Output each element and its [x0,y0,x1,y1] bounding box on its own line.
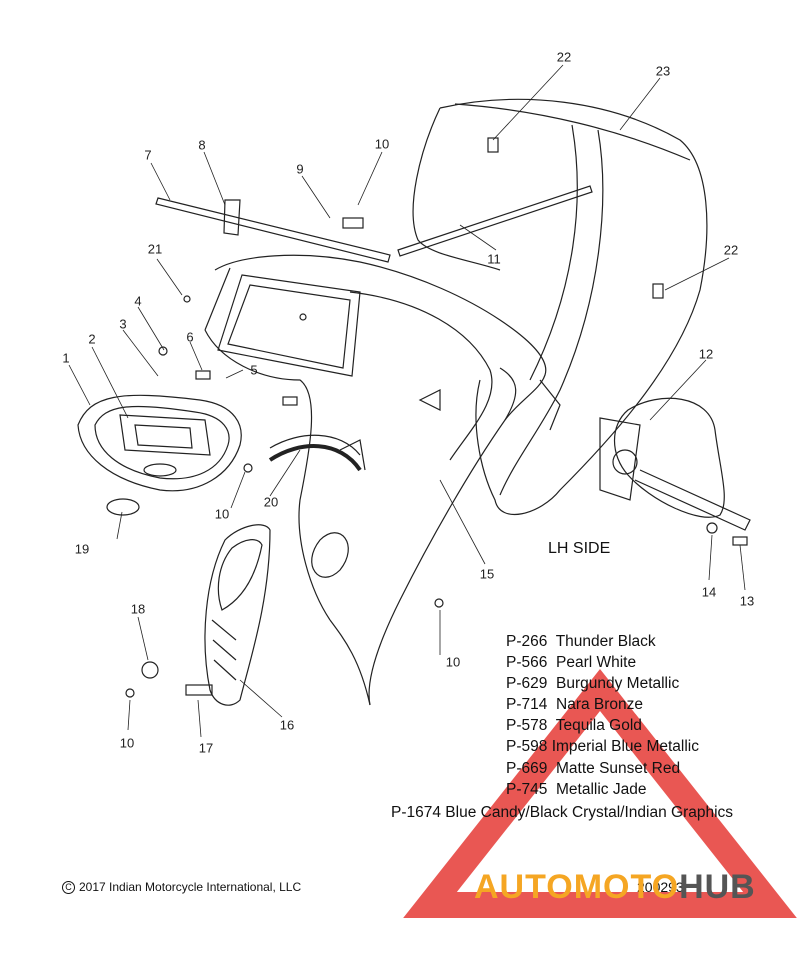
paint-code: P-266 [506,633,548,650]
paint-name: Burgundy Metallic [556,675,680,692]
paint-row: P-669 Matte Sunset Red [506,760,680,778]
paint-name: Blue Candy/Black Crystal/Indian Graphics [445,804,734,821]
paint-code: P-714 [506,696,548,713]
side-panel-16 [204,524,271,706]
bracket-20 [268,444,362,472]
callout-8: 8 [198,137,206,153]
watermark-part2: HUB [679,868,756,906]
callout-7: 7 [144,147,152,163]
callout-18: 18 [130,601,146,617]
callout-6: 6 [186,329,194,345]
paint-name: Metallic Jade [556,781,647,798]
paint-code: P-629 [506,675,548,692]
fairing-shell [412,98,708,516]
vent-12 [599,397,751,531]
paint-name: Imperial Blue Metallic [551,738,699,755]
paint-code: P-745 [506,781,548,798]
watermark-part1: AUTOMOTO [474,868,680,906]
inner-fairing [204,254,561,706]
trim-strip-7 [155,197,391,263]
callout-17: 17 [198,740,214,756]
callout-3: 3 [119,316,127,332]
paint-code: P-1674 [391,804,441,821]
callout-11: 11 [487,251,501,267]
trim-strip-11 [397,185,593,257]
copyright-symbol-icon: C [62,881,75,894]
paint-name: Matte Sunset Red [556,760,681,777]
paint-row: P-714 Nara Bronze [506,696,643,714]
paint-row: P-566 Pearl White [506,654,636,672]
paint-row: P-745 Metallic Jade [506,781,646,799]
callout-10-center: 10 [445,654,461,670]
paint-code: P-578 [506,717,548,734]
paint-code: P-566 [506,654,548,671]
callout-10-left: 10 [214,506,230,522]
callout-13: 13 [739,593,755,609]
side-label: LH SIDE [548,540,611,557]
callout-22-top: 22 [556,49,572,65]
diagram-id: 200293 [637,879,684,895]
paint-name: Thunder Black [555,633,656,650]
callout-14: 14 [701,584,717,600]
paint-name: Pearl White [556,654,637,671]
callout-5: 5 [250,362,258,378]
watermark-triangle [403,669,797,918]
callout-4: 4 [134,293,142,309]
callout-23: 23 [655,63,671,79]
callout-19: 19 [74,541,90,557]
tray-assembly [77,394,242,492]
paint-row: P-629 Burgundy Metallic [506,675,679,693]
paint-row: P-266 Thunder Black [506,633,656,651]
callout-2: 2 [88,331,96,347]
paint-row: P-598 Imperial Blue Metallic [506,738,699,756]
paint-code: P-598 [506,738,548,755]
callout-12: 12 [698,346,714,362]
paint-code: P-669 [506,760,548,777]
watermark-logo: AUTOMOTOHUB [474,868,756,907]
paint-row: P-578 Tequila Gold [506,717,642,735]
callout-1: 1 [62,350,70,366]
callout-20: 20 [263,494,279,510]
callout-9: 9 [296,161,304,177]
callout-10-bottom: 10 [119,735,135,751]
callout-16: 16 [279,717,295,733]
callout-10-top: 10 [374,136,390,152]
paint-row: P-1674 Blue Candy/Black Crystal/Indian G… [391,804,733,822]
paint-name: Tequila Gold [555,717,642,734]
callout-15: 15 [479,566,495,582]
callout-22-right: 22 [723,242,739,258]
leader-lines [68,64,746,738]
bracket-20-edge [269,434,361,456]
callout-21: 21 [147,241,163,257]
copyright-text: 2017 Indian Motorcycle International, LL… [79,880,302,894]
copyright: C 2017 Indian Motorcycle International, L… [62,880,301,894]
washer-19 [106,498,140,516]
paint-name: Nara Bronze [556,696,644,713]
hardware [125,137,748,698]
